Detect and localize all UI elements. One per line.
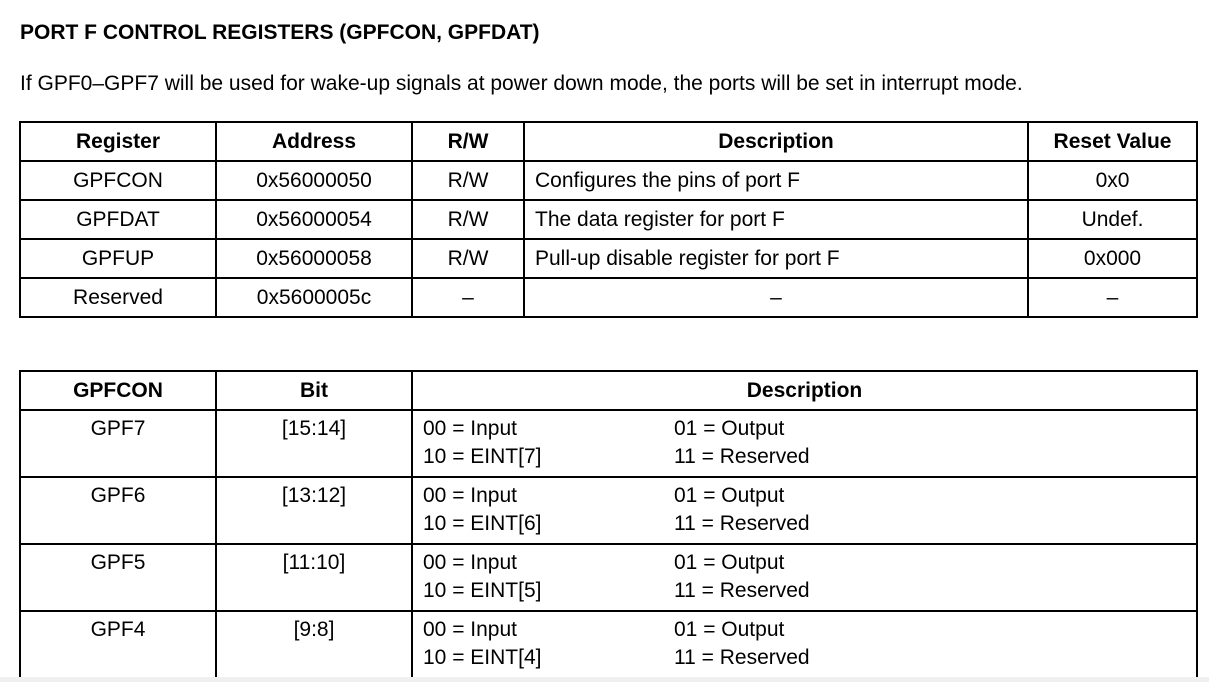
pin-options: 00 = Input 01 = Output 10 = EINT[5] 11 =… <box>411 543 1198 612</box>
pin-name: GPF5 <box>19 543 217 612</box>
option-text: 10 = EINT[5] <box>423 579 542 602</box>
table-row: GPF4 [9:8] 00 = Input 01 = Output 10 = E… <box>19 610 1198 679</box>
option-text: 01 = Output <box>674 551 785 574</box>
register-name: Reserved <box>19 277 217 318</box>
register-description: The data register for port F <box>523 199 1029 240</box>
bit-config-table: GPFCON Bit Description GPF7 [15:14] 00 =… <box>19 370 1198 679</box>
header-address: Address <box>215 121 413 162</box>
register-rw: R/W <box>411 238 525 279</box>
bit-range: [11:10] <box>215 543 413 612</box>
register-address: 0x5600005c <box>215 277 413 318</box>
register-name: GPFUP <box>19 238 217 279</box>
register-address: 0x56000058 <box>215 238 413 279</box>
option-text: 01 = Output <box>674 618 785 641</box>
register-description: Pull-up disable register for port F <box>523 238 1029 279</box>
option-text: 10 = EINT[4] <box>423 646 542 669</box>
register-address: 0x56000054 <box>215 199 413 240</box>
header-gpfcon: GPFCON <box>19 370 217 411</box>
option-text: 00 = Input <box>423 484 517 507</box>
register-reset: 0x000 <box>1027 238 1198 279</box>
bit-range: [15:14] <box>215 409 413 478</box>
register-reset: – <box>1027 277 1198 318</box>
pin-options: 00 = Input 01 = Output 10 = EINT[4] 11 =… <box>411 610 1198 679</box>
option-text: 11 = Reserved <box>674 579 810 602</box>
page-edge <box>0 677 1209 682</box>
register-rw: R/W <box>411 160 525 201</box>
register-reset: 0x0 <box>1027 160 1198 201</box>
register-rw: R/W <box>411 199 525 240</box>
option-text: 00 = Input <box>423 551 517 574</box>
intro-paragraph: If GPF0–GPF7 will be used for wake-up si… <box>20 72 1023 95</box>
table-row: GPFUP 0x56000058 R/W Pull-up disable reg… <box>19 238 1198 279</box>
header-reset-value: Reset Value <box>1027 121 1198 162</box>
register-table: Register Address R/W Description Reset V… <box>19 121 1198 318</box>
header-rw: R/W <box>411 121 525 162</box>
section-title: PORT F CONTROL REGISTERS (GPFCON, GPFDAT… <box>20 21 540 44</box>
table-row: GPFDAT 0x56000054 R/W The data register … <box>19 199 1198 240</box>
option-text: 11 = Reserved <box>674 646 810 669</box>
bit-range: [9:8] <box>215 610 413 679</box>
pin-options: 00 = Input 01 = Output 10 = EINT[7] 11 =… <box>411 409 1198 478</box>
header-description: Description <box>411 370 1198 411</box>
option-text: 00 = Input <box>423 417 517 440</box>
bit-table-header: GPFCON Bit Description <box>19 370 1198 411</box>
register-description: – <box>523 277 1029 318</box>
table-row: GPFCON 0x56000050 R/W Configures the pin… <box>19 160 1198 201</box>
header-bit: Bit <box>215 370 413 411</box>
option-text: 10 = EINT[6] <box>423 512 542 535</box>
option-text: 00 = Input <box>423 618 517 641</box>
pin-name: GPF4 <box>19 610 217 679</box>
register-rw: – <box>411 277 525 318</box>
register-description: Configures the pins of port F <box>523 160 1029 201</box>
register-address: 0x56000050 <box>215 160 413 201</box>
table-row: GPF7 [15:14] 00 = Input 01 = Output 10 =… <box>19 409 1198 478</box>
option-text: 01 = Output <box>674 417 785 440</box>
register-name: GPFCON <box>19 160 217 201</box>
option-text: 01 = Output <box>674 484 785 507</box>
table-row: Reserved 0x5600005c – – – <box>19 277 1198 318</box>
pin-options: 00 = Input 01 = Output 10 = EINT[6] 11 =… <box>411 476 1198 545</box>
pin-name: GPF6 <box>19 476 217 545</box>
register-table-header: Register Address R/W Description Reset V… <box>19 121 1198 162</box>
bit-range: [13:12] <box>215 476 413 545</box>
header-register: Register <box>19 121 217 162</box>
register-reset: Undef. <box>1027 199 1198 240</box>
option-text: 11 = Reserved <box>674 512 810 535</box>
table-row: GPF6 [13:12] 00 = Input 01 = Output 10 =… <box>19 476 1198 545</box>
option-text: 11 = Reserved <box>674 445 810 468</box>
table-row: GPF5 [11:10] 00 = Input 01 = Output 10 =… <box>19 543 1198 612</box>
pin-name: GPF7 <box>19 409 217 478</box>
header-description: Description <box>523 121 1029 162</box>
option-text: 10 = EINT[7] <box>423 445 542 468</box>
register-name: GPFDAT <box>19 199 217 240</box>
